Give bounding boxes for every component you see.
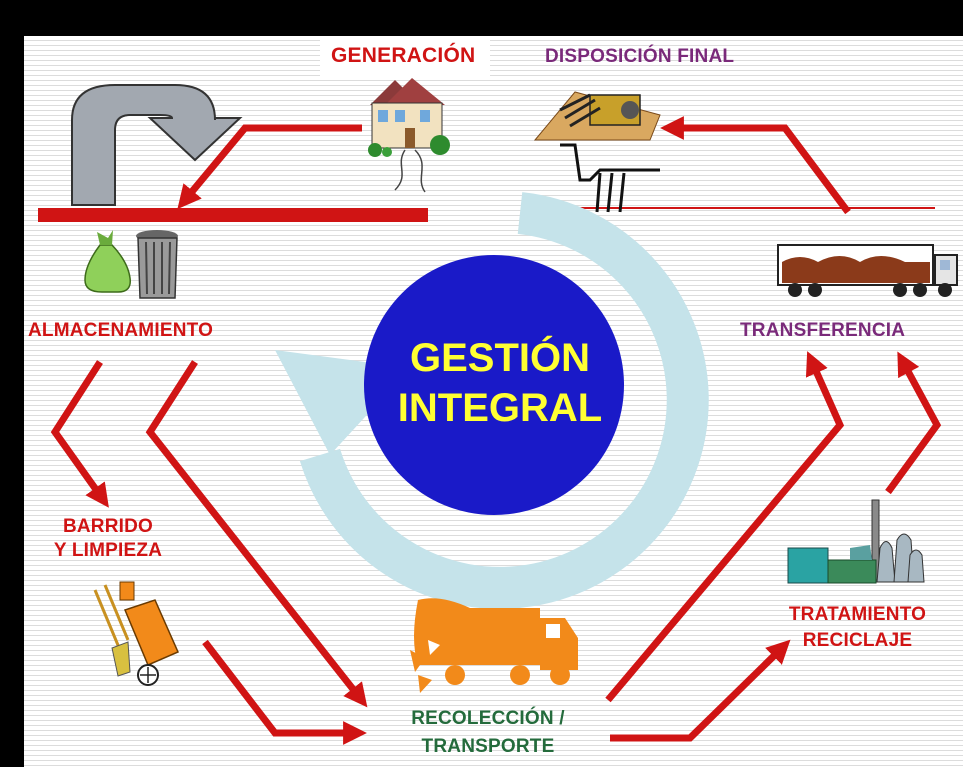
arrow-almacenamiento-recoleccion xyxy=(145,360,368,708)
garbage-truck-icon xyxy=(410,598,578,693)
u-turn-arrow-icon xyxy=(71,84,243,206)
tratamiento-line2: RECICLAJE xyxy=(802,630,913,651)
arrow-tratamiento-transferencia xyxy=(885,351,942,495)
barrido-limpieza-label: BARRIDO Y LIMPIEZA xyxy=(43,515,173,563)
trash-can-icon xyxy=(136,230,178,299)
arrow-generacion-almacenamiento xyxy=(177,124,362,210)
transfer-truck-icon xyxy=(777,244,958,297)
arrow-transferencia-disposicion xyxy=(660,116,851,215)
arrow-recoleccion-tratamiento xyxy=(610,639,791,742)
recycling-plant-icon xyxy=(787,499,925,584)
arrow-recoleccion-transferencia xyxy=(605,351,845,703)
recoleccion-line2: TRANSPORTE xyxy=(421,736,555,757)
center-title-line1: GESTIÓN xyxy=(409,336,591,380)
tratamiento-line1: TRATAMIENTO xyxy=(788,604,927,625)
center-circle xyxy=(364,255,624,515)
landfill-icon xyxy=(533,91,661,213)
recoleccion-transporte-label: RECOLECCIÓN / TRANSPORTE xyxy=(388,705,588,761)
generacion-label-bg xyxy=(320,38,490,78)
arrow-barrido-recoleccion xyxy=(202,639,367,745)
disposicion-final-label: DISPOSICIÓN FINAL xyxy=(545,46,735,67)
barrido-line2: Y LIMPIEZA xyxy=(53,540,163,561)
house-icon xyxy=(368,78,450,193)
generacion-label: GENERACIÓN xyxy=(331,44,476,67)
tratamiento-reciclaje-label: TRATAMIENTO RECICLAJE xyxy=(770,602,945,654)
transferencia-label: TRANSFERENCIA xyxy=(740,320,906,341)
barrido-line1: BARRIDO xyxy=(62,516,154,537)
garbage-bag-icon xyxy=(84,230,131,293)
center-title: GESTIÓN INTEGRAL xyxy=(380,333,620,433)
recoleccion-line1: RECOLECCIÓN / xyxy=(411,708,565,729)
top-red-bar xyxy=(38,208,428,222)
sweeping-cart-icon xyxy=(93,581,179,686)
flow-arrows xyxy=(50,116,942,745)
arrow-almacenamiento-barrido xyxy=(50,360,109,508)
center-title-line2: INTEGRAL xyxy=(397,386,603,430)
almacenamiento-label: ALMACENAMIENTO xyxy=(28,320,214,341)
